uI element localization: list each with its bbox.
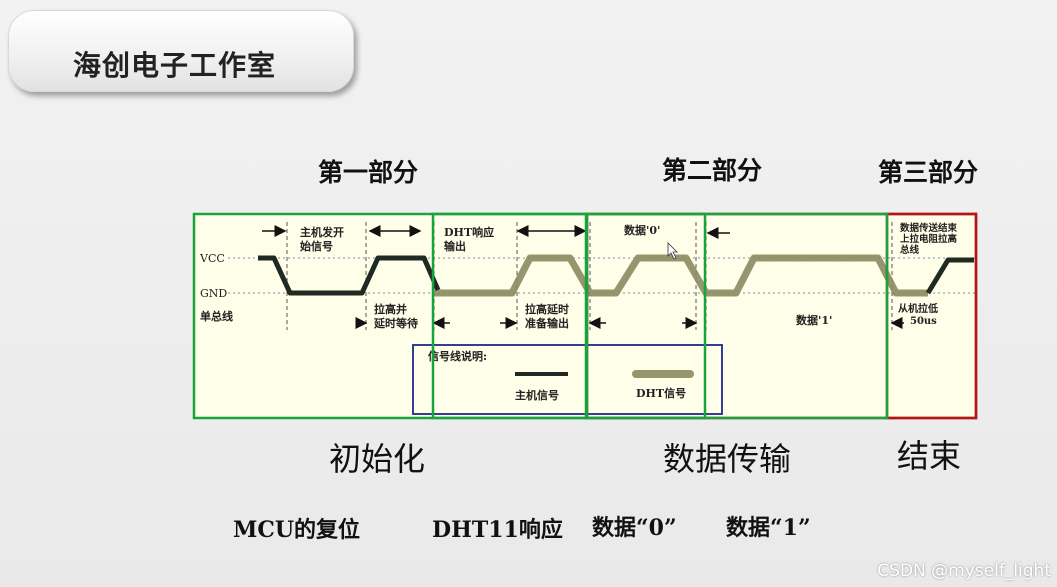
bus-label: 单总线: [200, 309, 233, 323]
slave-low-label-line2: 50us: [910, 316, 937, 327]
bottom-data1-label: 数据“1”: [726, 515, 811, 541]
bottom-reset-label: MCU的复位: [233, 517, 361, 543]
section-init-label: 初始化: [329, 440, 426, 478]
host-signal-waveform: [258, 255, 441, 296]
legend-title: 信号线说明:: [428, 349, 487, 363]
page-title: 海创电子工作室: [73, 49, 277, 82]
part-two-label: 第二部分: [662, 156, 763, 185]
dht-response-label-line1: DHT响应: [444, 225, 494, 239]
title-banner: 海创电子工作室: [8, 10, 354, 92]
pullup-wait-label-line2: 延时等待: [373, 316, 418, 330]
response-green-frame: [431, 212, 707, 420]
watermark-text: CSDN @myself_light: [877, 561, 1051, 581]
section-transfer-label: 数据传输: [663, 440, 792, 478]
mouse-cursor-icon: [667, 242, 678, 260]
end-label-line3: 总线: [900, 244, 920, 256]
gnd-label: GND: [200, 287, 227, 300]
vcc-label: VCC: [199, 252, 225, 265]
bottom-data0-label: 数据“0”: [592, 515, 677, 541]
pullup-prepare-label-line2: 准备输出: [525, 316, 569, 330]
end-label-line1: 数据传送结束: [899, 222, 958, 234]
data0-label: 数据'0': [624, 223, 660, 237]
timing-arrows: [262, 225, 904, 329]
pullup-prepare-label-line1: 拉高延时: [525, 302, 569, 316]
legend-host-label: 主机信号: [515, 388, 559, 402]
end-label-line2: 上拉电阻拉高: [900, 233, 958, 245]
dht-response-label-line2: 输出: [444, 239, 466, 253]
dht-signal-waveform: [434, 254, 928, 297]
section-end-label: 结束: [897, 437, 962, 475]
part-three-label: 第三部分: [878, 158, 979, 187]
host-pullup-waveform: [925, 257, 974, 295]
bottom-response-label: DHT11响应: [432, 517, 563, 543]
slave-low-label-line1: 从机拉低: [898, 302, 938, 315]
legend-box: [412, 344, 723, 415]
part-one-label: 第一部分: [318, 158, 419, 187]
host-start-label-line2: 始信号: [300, 239, 333, 253]
host-start-label-line1: 主机发开: [300, 225, 344, 239]
data1-label: 数据'1': [796, 313, 832, 327]
legend-dht-label: DHT信号: [636, 386, 686, 400]
part-two-green-frame: [585, 212, 889, 420]
pullup-wait-label-line1: 拉高并: [374, 302, 407, 316]
